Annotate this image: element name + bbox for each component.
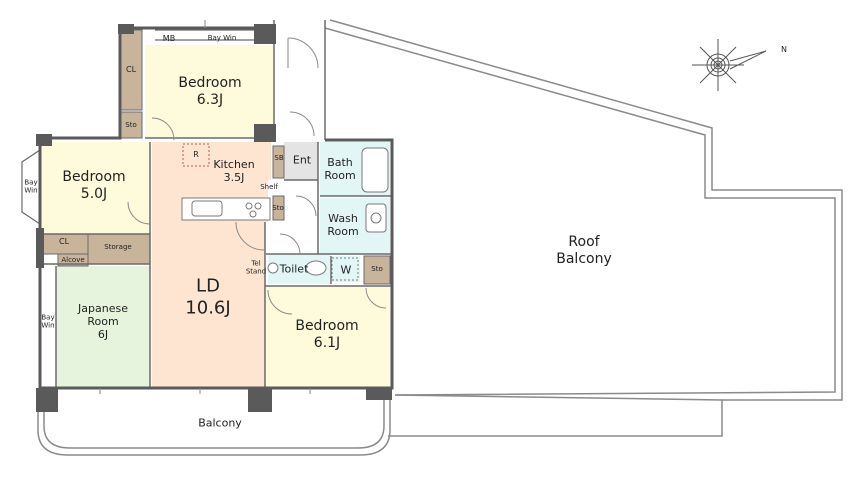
toilet-bowl — [305, 260, 327, 276]
storage-label: Storage — [104, 242, 132, 251]
r-label: R — [193, 150, 199, 160]
mb-label: MB — [162, 34, 176, 44]
bedroom-left-floor — [40, 142, 150, 234]
sto-right-label: Sto — [371, 264, 383, 273]
bay-win-top-label: Bay Win — [207, 33, 237, 42]
alcove-label: Alcove — [61, 255, 85, 264]
cl-top-label: CL — [125, 65, 137, 75]
shelf-label: Shelf — [260, 182, 278, 191]
toilet-label: Toilet — [279, 262, 309, 276]
balcony-label: Balcony — [198, 416, 242, 430]
japanese-floor — [56, 266, 150, 388]
roof-balcony-outline — [324, 19, 843, 437]
storage-left — [87, 233, 151, 265]
sto-top-label: Sto — [125, 120, 137, 129]
columns — [36, 24, 392, 412]
storage-right — [363, 255, 391, 285]
bedroom-top-floor — [145, 45, 273, 138]
alcove — [57, 253, 89, 267]
sto-kitchen-label: Sto — [272, 203, 284, 212]
door-swings — [127, 37, 387, 315]
hall-top-floor — [275, 20, 325, 140]
balcony-outline — [37, 395, 391, 456]
sb-label: SB — [274, 153, 284, 162]
bedroom-bottom-floor — [266, 286, 390, 388]
kitchen-storage — [272, 195, 285, 221]
w-label: W — [340, 263, 352, 277]
shoe-box — [272, 145, 285, 179]
w-floor — [332, 256, 360, 282]
entrance-floor — [284, 142, 318, 180]
north-indicator: N — [781, 45, 787, 55]
cl-left-label: CL — [58, 237, 70, 247]
compass-rose-icon — [692, 39, 767, 91]
entrance-label: Ent — [292, 153, 312, 167]
bathtub — [361, 147, 389, 193]
kitchen-counter — [181, 143, 271, 221]
